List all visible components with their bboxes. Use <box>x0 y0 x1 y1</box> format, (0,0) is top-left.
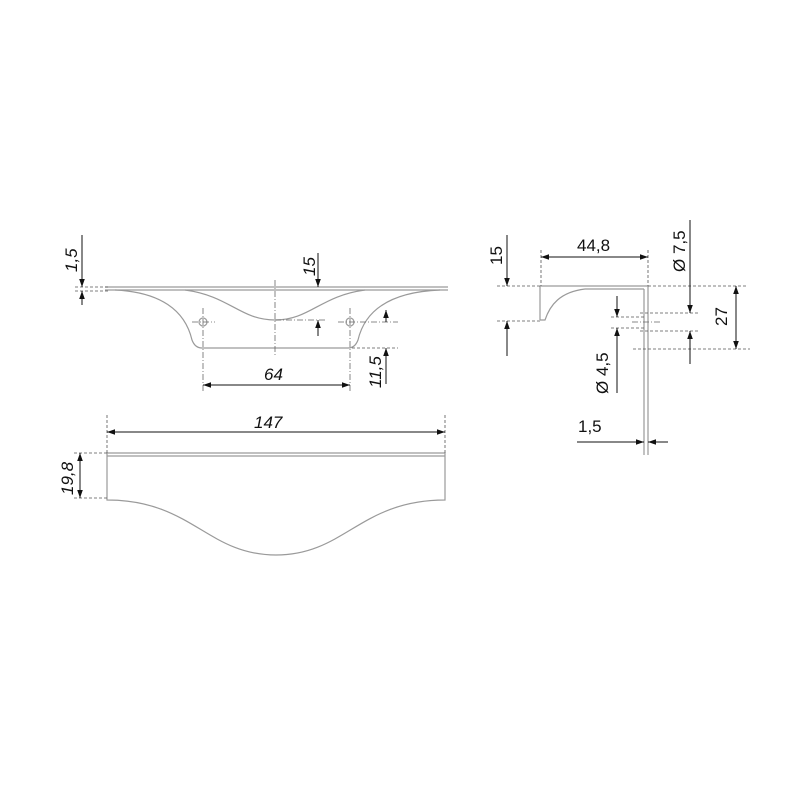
side-width-dimension: 44,8 <box>577 236 610 255</box>
small-hole-diameter-dimension: Ø 4,5 <box>593 352 612 394</box>
wall-thickness-dimension: 1,5 <box>578 417 602 436</box>
large-hole-diameter-dimension: Ø 7,5 <box>670 230 689 272</box>
front-view: 147 19,8 <box>58 413 446 556</box>
top-view-outline <box>105 286 448 349</box>
height-dimension: 19,8 <box>58 461 77 495</box>
front-view-outline <box>106 452 446 556</box>
thickness-dimension: 1,5 <box>62 248 81 272</box>
top-view: 1,5 15 11,5 64 <box>62 235 448 392</box>
depth-dimension: 15 <box>300 257 319 276</box>
hole-spacing-dimension: 64 <box>264 365 283 384</box>
hole-offset-dimension: 11,5 <box>366 356 385 388</box>
length-dimension: 147 <box>254 413 283 432</box>
side-height-dimension: 15 <box>487 246 506 265</box>
side-view: 15 44,8 27 Ø 7,5 Ø 4,5 1,5 <box>487 220 750 455</box>
mount-height-dimension: 27 <box>712 307 731 326</box>
